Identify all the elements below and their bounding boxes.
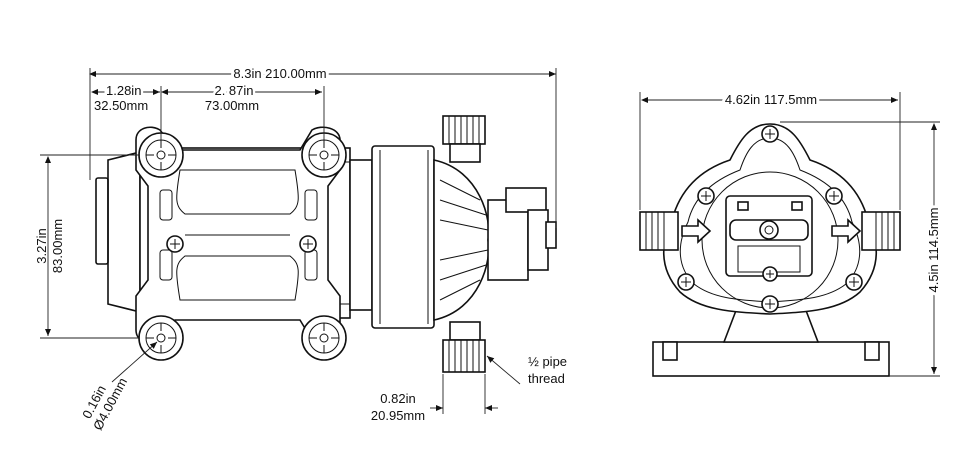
port-width-in-label: 0.82in [380, 391, 415, 406]
front-screw-top [761, 125, 779, 143]
front-width-label: 4.62in 117.5mm [725, 92, 817, 107]
thread-label-line2: thread [528, 371, 565, 386]
front-screw-right-lower [845, 273, 863, 291]
mount-hole-bottom-right [301, 315, 347, 361]
thread-label-line1: ½ pipe [528, 354, 567, 369]
side-view [95, 115, 557, 373]
overall-length-label: 8.3in 210.00mm [233, 66, 326, 81]
front-screw-left-upper [697, 187, 715, 205]
hole-spacing-in-label: 2. 87in [214, 83, 253, 98]
height-in-label: 3.27in [34, 228, 49, 263]
hole-offset-in-label: 1.28in [106, 83, 141, 98]
mount-hole-bottom-left [138, 315, 184, 361]
front-view [639, 123, 901, 377]
height-mm-label: 83.00mm [50, 219, 65, 273]
hole-spacing-mm-label: 73.00mm [205, 98, 259, 113]
frame-screw-left [166, 235, 184, 253]
front-screw-left-lower [677, 273, 695, 291]
side-dimensions [40, 68, 557, 414]
front-screw-bottom [761, 295, 779, 313]
port-width-mm-label: 20.95mm [371, 408, 425, 423]
front-height-label: 4.5in 114.5mm [926, 207, 941, 292]
front-screw-right-upper [825, 187, 843, 205]
frame-screw-right [299, 235, 317, 253]
front-screw-switch [762, 266, 778, 282]
hole-offset-mm-label: 32.50mm [94, 98, 148, 113]
front-dimensions [639, 92, 940, 377]
